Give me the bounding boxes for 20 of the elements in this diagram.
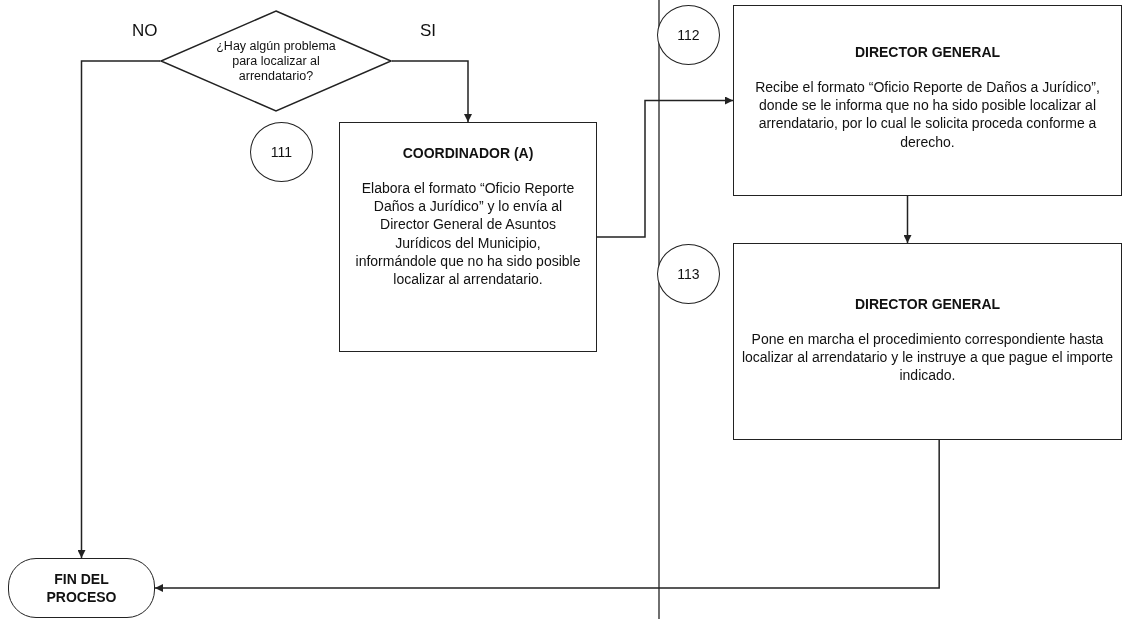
process-box <box>733 243 1122 440</box>
terminal-shape <box>8 558 155 618</box>
box-heading: COORDINADOR (A) <box>402 145 534 161</box>
arrow <box>77 60 161 559</box>
arrow <box>154 439 940 592</box>
process-box <box>339 122 597 352</box>
arrow <box>903 195 912 244</box>
step-number: 113 <box>677 266 700 282</box>
arrow <box>596 96 734 238</box>
box-text: Pone en marcha el procedimiento correspondiente hasta localizar al arrendatario y le instruye a que pague el importe indicado. <box>740 330 1115 385</box>
box-heading: DIRECTOR GENERAL <box>854 296 1001 312</box>
box-text: Recibe el formato “Oficio Reporte de Daños a Jurídico”, donde se le informa que no ha sido posible localizar al arrendatario, por lo cual le solicita proceda conforme a derecho. <box>754 78 1101 151</box>
process-box <box>733 5 1122 196</box>
terminal-text: FIN DEL PROCESO <box>45 569 118 607</box>
box-heading: DIRECTOR GENERAL <box>854 44 1001 60</box>
arrow <box>391 60 472 123</box>
step-number: 112 <box>677 27 700 43</box>
decision-text: ¿Hay algún problema para localizar al arrendatario? <box>215 38 337 84</box>
box-text: Elabora el formato “Oficio Reporte Daños a Jurídico” y lo envía al Director General de Asuntos Jurídicos del Municipio, informándole que no ha sido posible localizar al arrendatario. <box>354 179 582 289</box>
step-number: 111 <box>270 144 293 160</box>
